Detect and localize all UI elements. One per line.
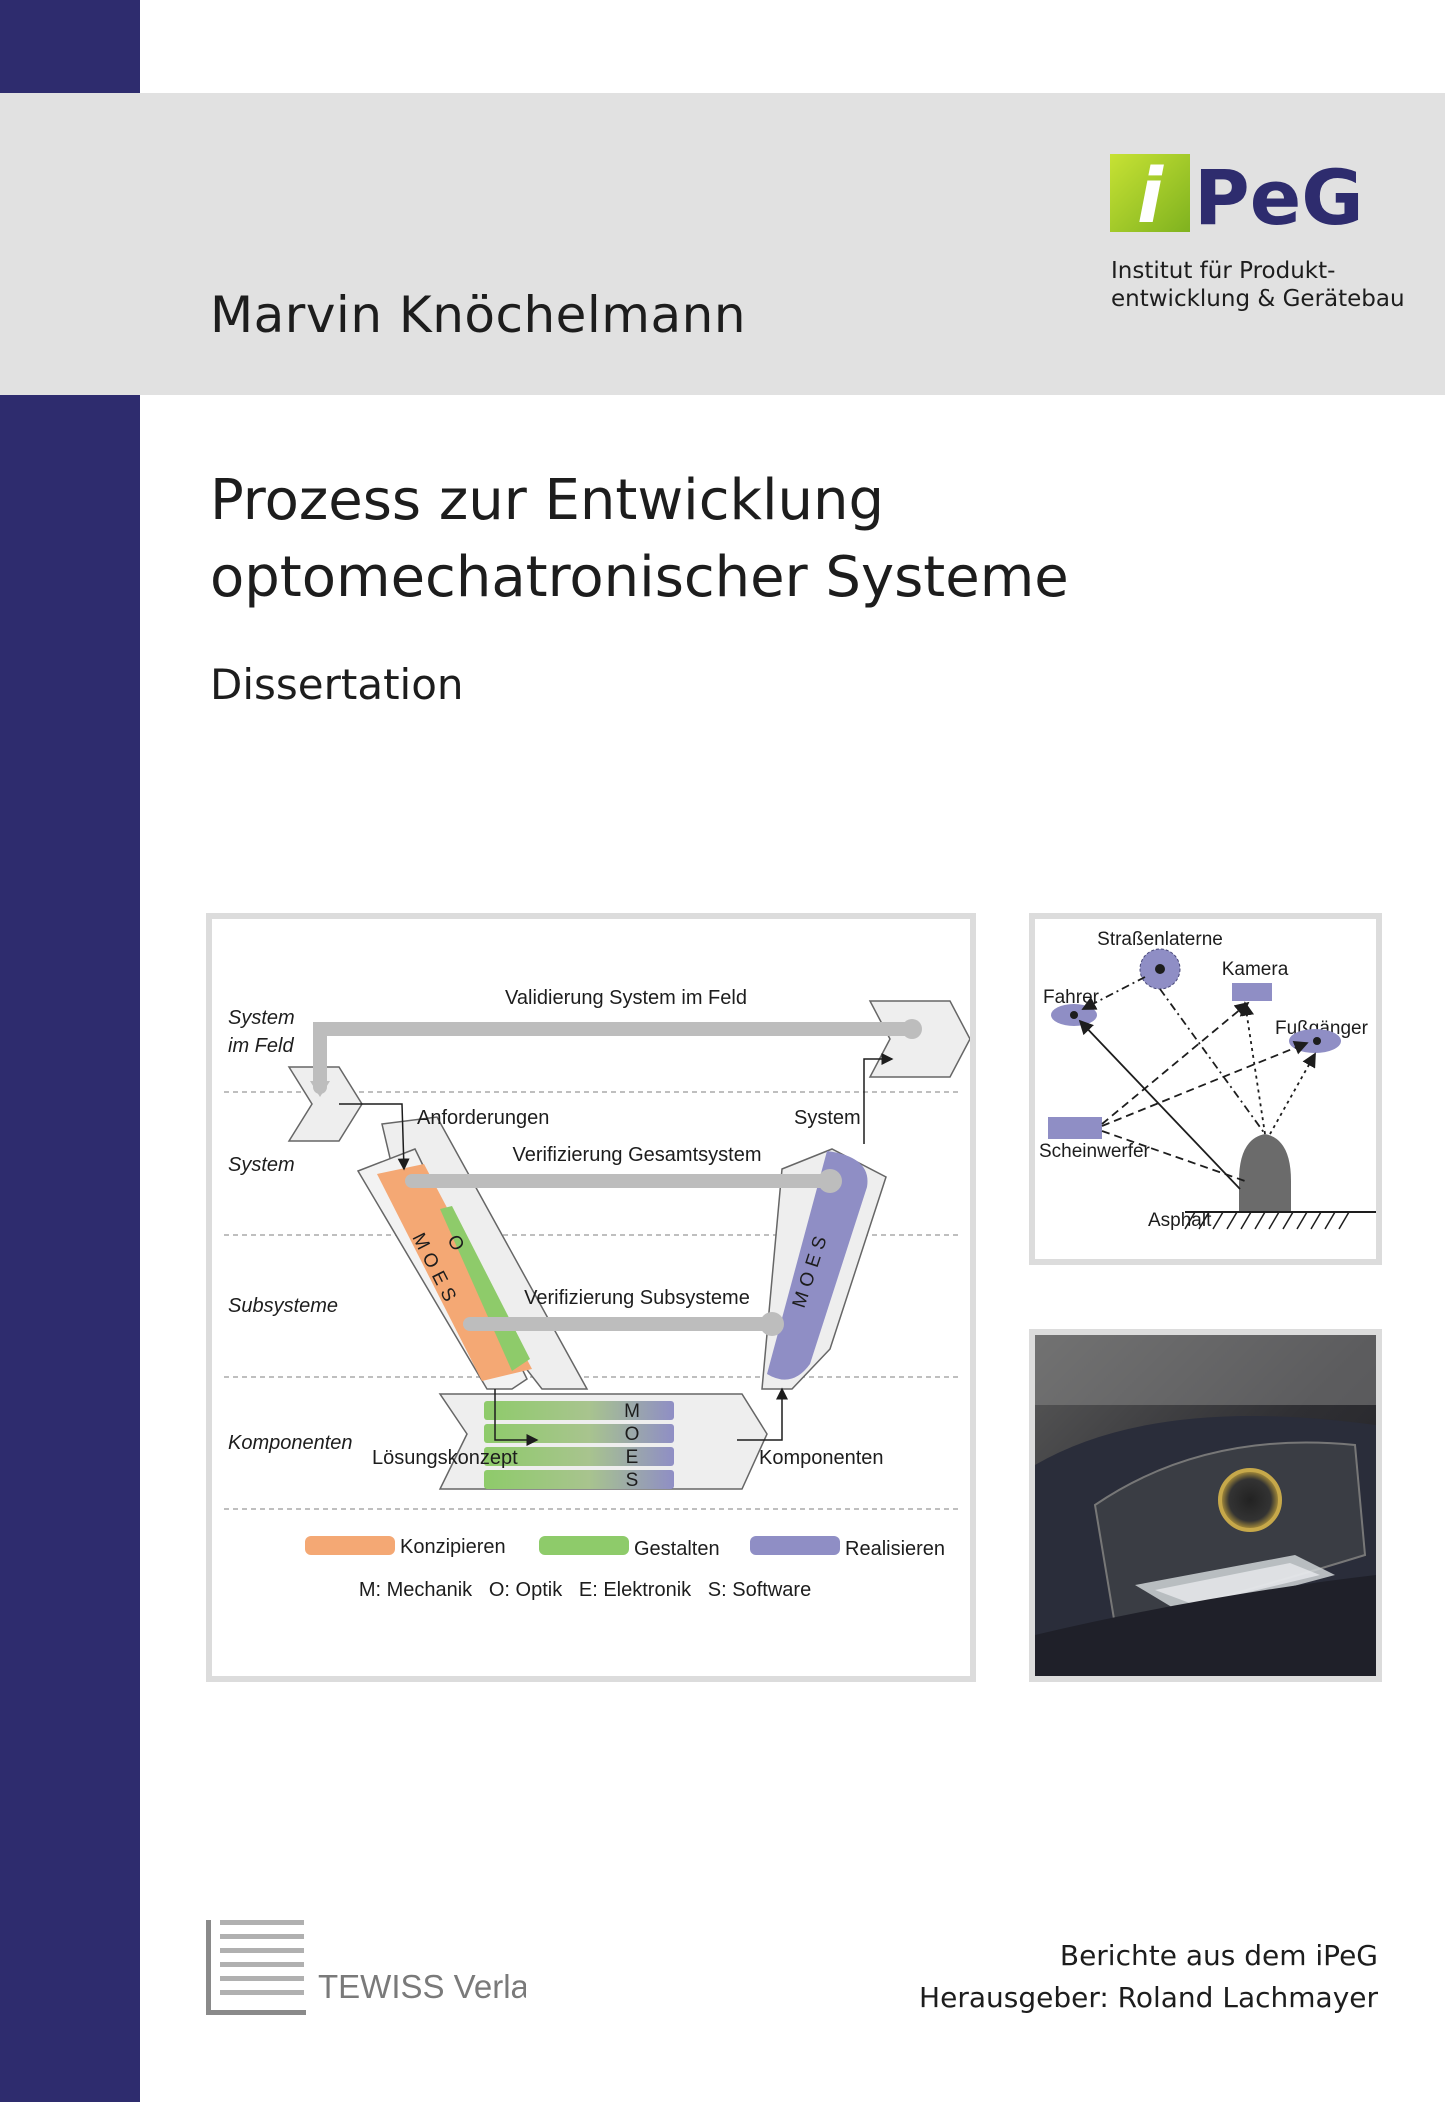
label-kamera: Kamera — [1222, 959, 1289, 980]
camera — [1232, 983, 1272, 1001]
logo-i: i — [1137, 152, 1164, 234]
end-chevron — [868, 1000, 970, 1078]
ipeg-logo: i PeG — [1110, 152, 1364, 234]
process-diagram-frame: System im Feld System Subsysteme Kompone… — [206, 913, 976, 1682]
header-band-notch — [0, 93, 140, 395]
label-verifizierung-sub: Verifizierung Subsysteme — [524, 1287, 750, 1309]
bottom-letter-m: M — [624, 1401, 640, 1422]
bottom-letter-o: O — [625, 1424, 640, 1445]
bottom-letter-e: E — [626, 1447, 639, 1468]
series-info: Berichte aus dem iPeG Herausgeber: Rolan… — [900, 1935, 1378, 2019]
label-scheinwerfer: Scheinwerfer — [1039, 1141, 1151, 1162]
title-line-1: Prozess zur Entwicklung — [210, 468, 885, 533]
series-line-1: Berichte aus dem iPeG — [1059, 1939, 1378, 1972]
start-chevron — [287, 1066, 363, 1142]
headlamp — [1048, 1117, 1102, 1139]
institute-line-1: Institut für Produkt- — [1111, 258, 1336, 284]
process-diagram: System im Feld System Subsysteme Kompone… — [224, 987, 970, 1601]
projector-lens — [1218, 1468, 1282, 1532]
scene-diagram-frame: Straßenlaterne Kamera Fahrer Fußgänger S… — [1029, 913, 1382, 1265]
institute-line-2: entwicklung & Gerätebau — [1111, 286, 1405, 312]
headlamp-photo — [1035, 1335, 1376, 1676]
author-name: Marvin Knöchelmann — [210, 286, 747, 344]
institute-name: Institut für Produkt- entwicklung & Gerä… — [1111, 257, 1405, 313]
header-band — [0, 93, 1445, 395]
level-label-komponenten: Komponenten — [228, 1432, 353, 1454]
publisher-logo: TEWISS Verlag — [206, 1920, 526, 2015]
book-title: Prozess zur Entwicklung optomechatronisc… — [210, 462, 1069, 616]
label-verifizierung-gesamt: Verifizierung Gesamtsystem — [513, 1144, 762, 1166]
title-line-2: optomechatronischer Systeme — [210, 545, 1069, 610]
legend-swatch-konzipieren — [305, 1536, 395, 1555]
label-anforderungen: Anforderungen — [417, 1107, 549, 1129]
scene-diagram: Straßenlaterne Kamera Fahrer Fußgänger S… — [1039, 929, 1376, 1231]
legend-swatch-gestalten — [539, 1536, 629, 1555]
legend-konzipieren: Konzipieren — [400, 1536, 506, 1558]
legend-swatch-realisieren — [750, 1536, 840, 1555]
publisher-name: TEWISS Verlag — [318, 1968, 526, 2005]
headlamp-photo-frame — [1029, 1329, 1382, 1682]
label-validierung-feld: Validierung System im Feld — [505, 987, 747, 1009]
legend-gestalten: Gestalten — [634, 1538, 720, 1560]
logo-square — [1110, 154, 1190, 232]
label-system: System — [794, 1107, 861, 1129]
level-label-system: System — [228, 1154, 295, 1176]
level-label-feld-1: System — [228, 1007, 295, 1029]
label-loesungskonzept: Lösungskonzept — [372, 1447, 518, 1469]
series-line-2: Herausgeber: Roland Lachmayer — [919, 1981, 1378, 2014]
bottom-letter-s: S — [626, 1470, 639, 1491]
legend-realisieren: Realisieren — [845, 1538, 945, 1560]
validation-arrow — [313, 1022, 919, 1094]
logo-text: PeG — [1194, 153, 1364, 234]
right-block-realisieren — [767, 1151, 868, 1380]
level-label-feld-2: im Feld — [228, 1035, 294, 1057]
level-label-subsysteme: Subsysteme — [228, 1295, 338, 1317]
label-komponenten: Komponenten — [759, 1447, 884, 1469]
label-asphalt: Asphalt — [1148, 1210, 1212, 1231]
abbreviations: M: Mechanik O: Optik E: Elektronik S: So… — [359, 1579, 811, 1601]
book-subtitle: Dissertation — [210, 660, 464, 709]
asphalt-dome — [1239, 1134, 1291, 1212]
label-strassenlaterne: Straßenlaterne — [1097, 929, 1223, 950]
